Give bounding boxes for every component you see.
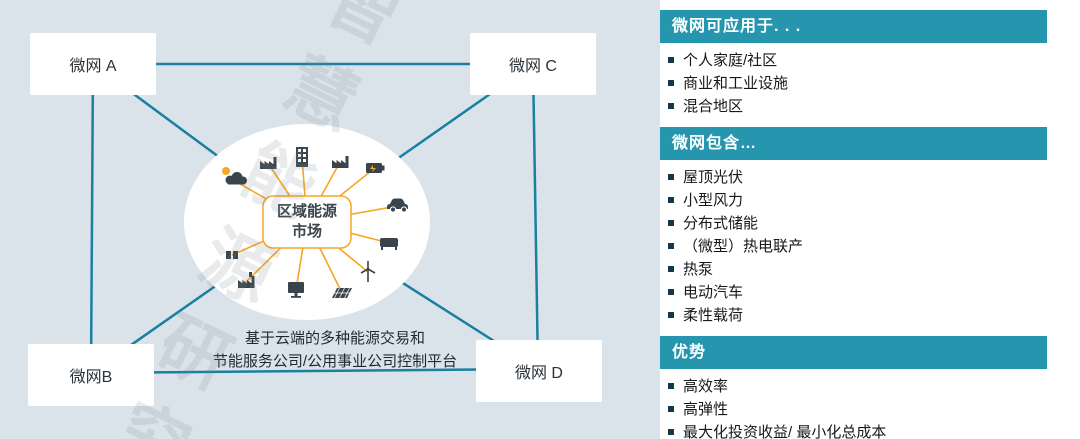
list-item-label: 高效率 <box>683 378 729 395</box>
list-item-label: 柔性载荷 <box>683 307 744 324</box>
wind-turbine-icon <box>360 261 376 282</box>
list-item: 柔性载荷 <box>666 303 1080 326</box>
bullet-icon <box>668 265 674 272</box>
factory-icon <box>238 272 255 288</box>
panel-advantages-header: 优势 <box>660 336 1047 369</box>
car-icon <box>387 198 408 213</box>
platform-caption-line2: 节能服务公司/公用事业公司控制平台 <box>212 353 458 370</box>
panel-applications: 微网可应用于. . . 个人家庭/社区 商业和工业设施 混合地区 <box>660 10 1080 117</box>
bullet-icon <box>668 56 674 63</box>
bullet-icon <box>668 173 674 180</box>
list-item-label: 分布式储能 <box>683 215 759 232</box>
fuel-storage-icon <box>226 251 238 259</box>
energy-market-label-line2: 市场 <box>291 223 322 240</box>
panel-components: 微网包含… 屋顶光伏 小型风力 分布式储能 （微型）热电联产 <box>660 127 1080 326</box>
info-panels: 微网可应用于. . . 个人家庭/社区 商业和工业设施 混合地区 微网包含… <box>660 0 1080 439</box>
list-item: 电动汽车 <box>666 280 1080 303</box>
list-item-label: （微型）热电联产 <box>683 238 804 255</box>
list-item: 混合地区 <box>666 94 1080 117</box>
list-item-label: 高弹性 <box>683 401 729 418</box>
bullet-icon <box>668 382 674 389</box>
list-item: （微型）热电联产 <box>666 234 1080 257</box>
list-item: 屋顶光伏 <box>666 165 1080 188</box>
platform-caption-line1: 基于云端的多种能源交易和 <box>244 330 425 347</box>
sun-cloud-icon <box>222 167 247 185</box>
list-item-label: 混合地区 <box>683 98 744 115</box>
charging-station-icon <box>288 282 304 298</box>
node-microgrid-b: 微网B <box>28 344 154 406</box>
bullet-icon <box>668 288 674 295</box>
list-item-label: 热泵 <box>683 261 714 278</box>
panel-advantages: 优势 高效率 高弹性 最大化投资收益/ 最小化总成本 <box>660 336 1080 439</box>
building-icon <box>296 147 308 167</box>
platform-caption: 基于云端的多种能源交易和 节能服务公司/公用事业公司控制平台 <box>140 327 530 373</box>
list-item: 热泵 <box>666 257 1080 280</box>
list-item: 分布式储能 <box>666 211 1080 234</box>
bullet-icon <box>668 242 674 249</box>
bullet-icon <box>668 196 674 203</box>
storage-icon <box>380 238 398 250</box>
node-microgrid-d: 微网 D <box>476 340 602 402</box>
list-item: 最大化投资收益/ 最小化总成本 <box>666 420 1080 439</box>
list-item-label: 最大化投资收益/ 最小化总成本 <box>683 424 887 439</box>
panel-applications-header: 微网可应用于. . . <box>660 10 1047 43</box>
list-item: 个人家庭/社区 <box>666 48 1080 71</box>
energy-market-label: 区域能源 市场 <box>263 196 351 248</box>
list-item-label: 小型风力 <box>683 192 744 209</box>
factory-icon <box>260 157 277 169</box>
factory-icon <box>332 156 349 168</box>
bullet-icon <box>668 79 674 86</box>
list-item: 高效率 <box>666 374 1080 397</box>
node-microgrid-c: 微网 C <box>470 33 596 95</box>
list-item-label: 电动汽车 <box>683 284 744 301</box>
bullet-icon <box>668 102 674 109</box>
energy-market-label-line1: 区域能源 <box>276 203 337 220</box>
node-microgrid-a: 微网 A <box>30 33 156 95</box>
bullet-icon <box>668 428 674 435</box>
energy-market-hub <box>262 195 352 249</box>
panel-components-header: 微网包含… <box>660 127 1047 160</box>
bullet-icon <box>668 311 674 318</box>
list-item: 小型风力 <box>666 188 1080 211</box>
list-item-label: 商业和工业设施 <box>683 75 789 92</box>
bullet-icon <box>668 219 674 226</box>
list-item: 商业和工业设施 <box>666 71 1080 94</box>
solar-panel-icon <box>332 287 352 299</box>
list-item-label: 个人家庭/社区 <box>683 52 778 69</box>
list-item-label: 屋顶光伏 <box>683 169 744 186</box>
battery-icon <box>366 163 385 173</box>
list-item: 高弹性 <box>666 397 1080 420</box>
bullet-icon <box>668 405 674 412</box>
